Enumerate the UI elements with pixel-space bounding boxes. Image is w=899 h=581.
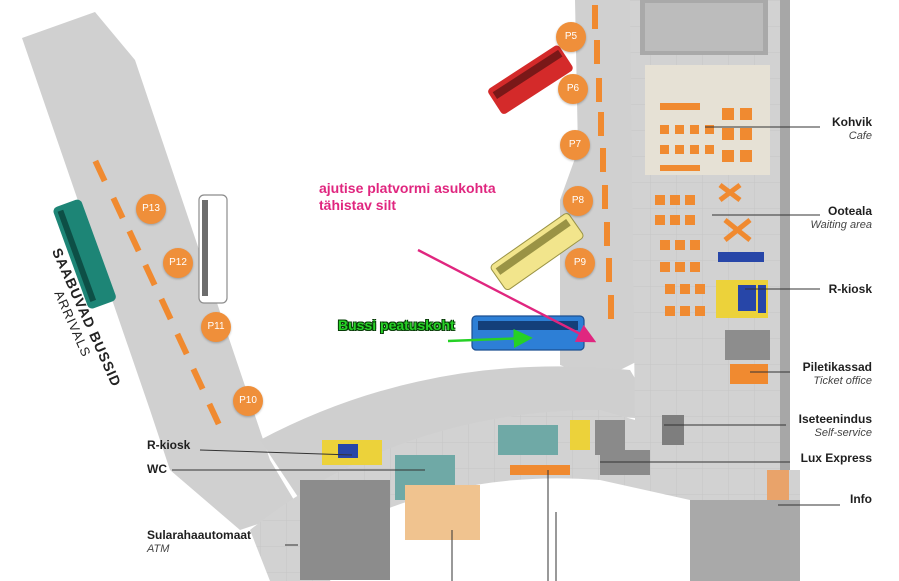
white-bus <box>198 194 228 304</box>
blue-bus <box>471 315 585 351</box>
bus-stop-label: Bussi peatuskoht <box>338 317 455 333</box>
green-arrow-icon <box>447 328 533 349</box>
yellow-bus <box>490 213 584 291</box>
cafe-furniture <box>660 103 752 171</box>
label-waiting-main: Ooteala <box>827 204 872 218</box>
label-ticket-office: Piletikassad Ticket office <box>772 360 872 388</box>
label-cafe: Kohvik Cafe <box>772 115 872 143</box>
label-self-service-sub: Self-service <box>814 427 872 439</box>
label-waiting: Ooteala Waiting area <box>772 204 872 232</box>
left-bay-markers <box>92 159 222 426</box>
leader-lines-left <box>172 449 557 581</box>
bay-p6: P6 <box>558 74 588 104</box>
label-info-main: Info <box>850 492 872 506</box>
label-atm: Sularahaautomaat ATM <box>147 528 251 556</box>
bay-p10: P10 <box>233 386 263 416</box>
waiting-seats <box>655 183 752 316</box>
label-cafe-sub: Cafe <box>848 130 872 142</box>
right-bay-markers <box>592 5 614 319</box>
label-atm-main: Sularahaautomaat <box>147 528 252 542</box>
label-ticket-office-main: Piletikassad <box>802 360 872 374</box>
label-lux-express: Lux Express <box>772 451 872 465</box>
bay-p8: P8 <box>563 186 593 216</box>
label-waiting-sub: Waiting area <box>810 219 872 231</box>
label-atm-sub: ATM <box>147 543 170 555</box>
bay-p5: P5 <box>556 22 586 52</box>
label-wc-main: WC <box>147 462 167 476</box>
temporary-note-line2: tähistav silt <box>319 197 397 213</box>
atm-room <box>300 480 390 580</box>
label-self-service-main: Iseteenindus <box>798 412 872 426</box>
label-r-kiosk-left: R-kiosk <box>147 438 190 452</box>
temporary-platform-note: ajutise platvormi asukohta tähistav silt <box>319 180 496 214</box>
bay-p11: P11 <box>201 312 231 342</box>
bay-p12: P12 <box>163 248 193 278</box>
leader-lines-right <box>600 126 840 506</box>
bay-p9: P9 <box>565 248 595 278</box>
label-info: Info <box>772 492 872 506</box>
ticket-office <box>725 330 770 360</box>
label-r-kiosk-right-main: R-kiosk <box>828 282 872 296</box>
label-cafe-main: Kohvik <box>831 115 872 129</box>
teal-bus <box>53 199 116 309</box>
label-lux-express-main: Lux Express <box>800 451 872 465</box>
label-r-kiosk-right: R-kiosk <box>772 282 872 296</box>
self-service <box>662 415 684 445</box>
bay-p7: P7 <box>560 130 590 160</box>
bay-p13: P13 <box>136 194 166 224</box>
temporary-note-line1: ajutise platvormi asukohta <box>319 180 496 196</box>
red-bus <box>488 45 573 114</box>
pink-arrow-icon <box>417 248 597 343</box>
label-r-kiosk-left-main: R-kiosk <box>147 438 191 452</box>
label-wc: WC <box>147 462 167 476</box>
label-self-service: Iseteenindus Self-service <box>772 412 872 440</box>
label-ticket-office-sub: Ticket office <box>813 375 872 387</box>
left-platform <box>22 12 300 530</box>
